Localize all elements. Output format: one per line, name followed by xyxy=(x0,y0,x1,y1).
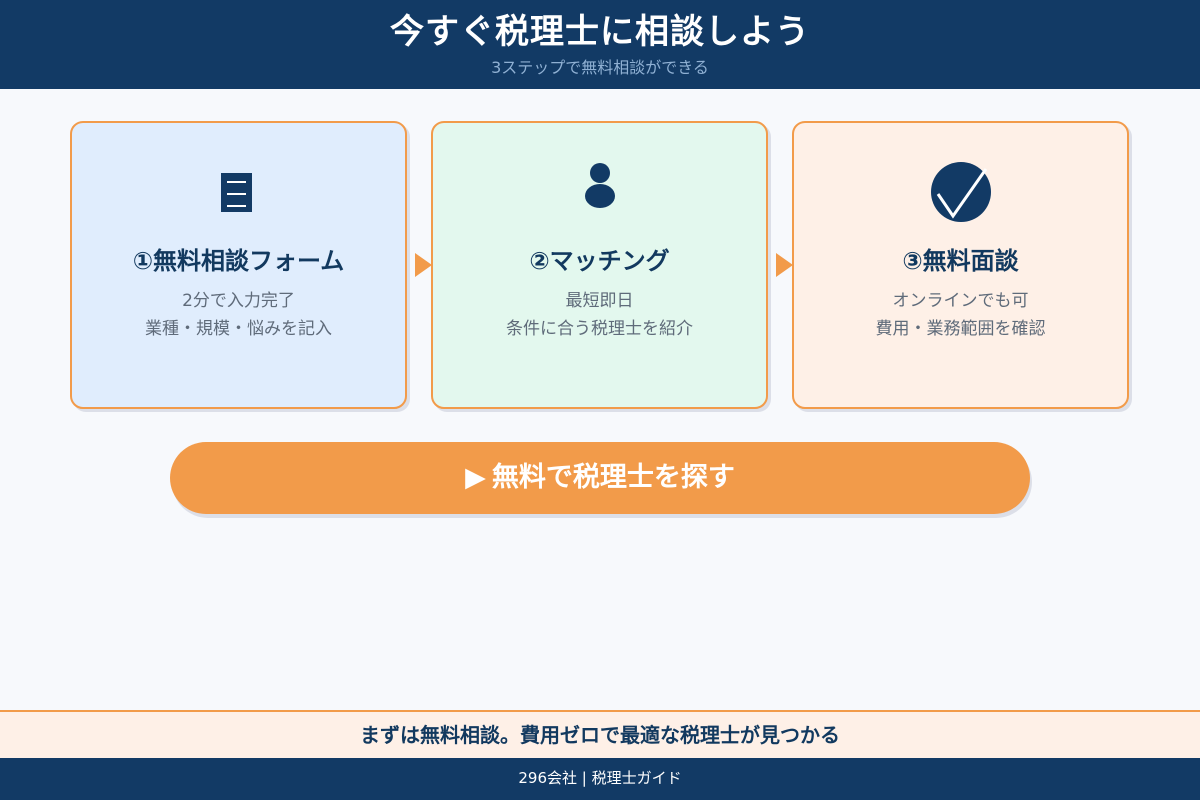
step-description: 費用・業務範囲を確認 xyxy=(875,319,1046,339)
step-title: ③無料面談 xyxy=(902,247,1019,275)
play-icon: ▶ xyxy=(465,462,486,493)
step-description: オンラインでも可 xyxy=(892,291,1029,311)
arrow-right-icon xyxy=(776,253,793,277)
page-subtitle: 3ステップで無料相談ができる xyxy=(491,58,709,77)
person-icon xyxy=(565,158,635,228)
step-title: ①無料相談フォーム xyxy=(132,247,345,275)
step-description: 2分で入力完了 xyxy=(182,291,295,311)
step-description: 最短即日 xyxy=(565,291,634,311)
check-circle-icon xyxy=(926,158,996,228)
step-description: 条件に合う税理士を紹介 xyxy=(506,319,693,339)
step-card-matching: ②マッチング 最短即日 条件に合う税理士を紹介 xyxy=(431,121,768,409)
step-card-form: ①無料相談フォーム 2分で入力完了 業種・規模・悩みを記入 xyxy=(70,121,407,409)
step-title: ②マッチング xyxy=(529,247,670,275)
header: 今すぐ税理士に相談しよう 3ステップで無料相談ができる xyxy=(0,0,1200,89)
cta-label: 無料で税理士を探す xyxy=(491,462,735,493)
step-description: 業種・規模・悩みを記入 xyxy=(145,319,332,339)
banner-text: まずは無料相談。費用ゼロで最適な税理士が見つかる xyxy=(360,723,840,747)
page-title: 今すぐ税理士に相談しよう xyxy=(390,12,810,52)
document-icon xyxy=(204,158,274,228)
arrow-right-icon xyxy=(415,253,432,277)
find-tax-accountant-button[interactable]: ▶無料で税理士を探す xyxy=(170,442,1030,514)
footer-text: 296会社 | 税理士ガイド xyxy=(518,769,682,787)
step-card-interview: ③無料面談 オンラインでも可 費用・業務範囲を確認 xyxy=(792,121,1129,409)
promo-banner: まずは無料相談。費用ゼロで最適な税理士が見つかる xyxy=(0,710,1200,758)
footer: 296会社 | 税理士ガイド xyxy=(0,758,1200,800)
